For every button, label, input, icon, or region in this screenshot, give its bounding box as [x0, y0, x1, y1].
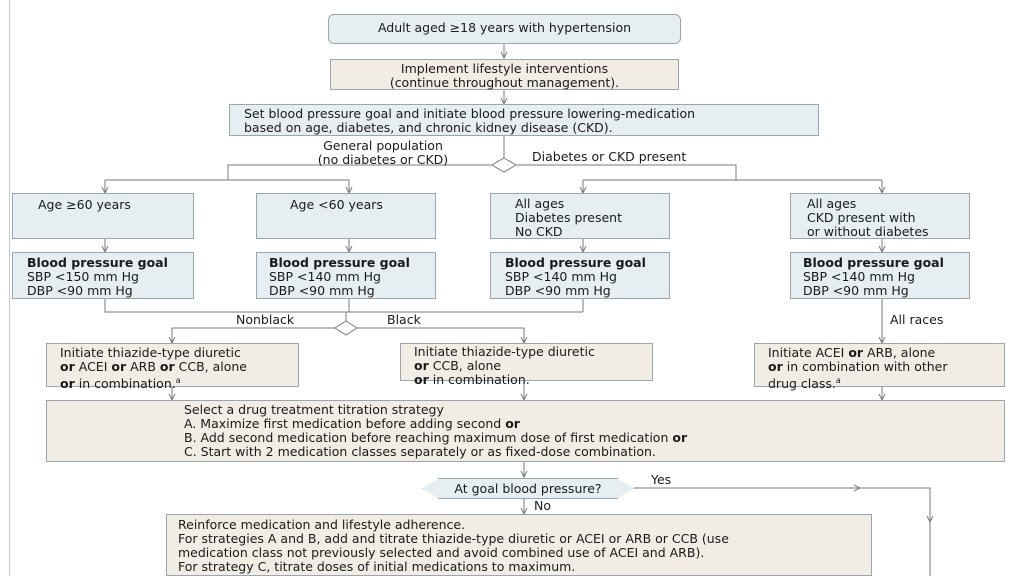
- group-diabetes-line-2: Diabetes present: [515, 210, 622, 225]
- group-diabetes: All ages Diabetes present No CKD: [490, 193, 670, 239]
- initiate-black-line-1: Initiate thiazide-type diuretic: [414, 344, 595, 359]
- reinforce-line-2: For strategies A and B, add and titrate …: [178, 531, 729, 546]
- group-ageunder60-line: Age <60 years: [290, 197, 383, 212]
- goal-sbp: SBP <140 mm Hg: [505, 269, 617, 284]
- group-age60plus-line: Age ≥60 years: [38, 197, 131, 212]
- left-edge-rule: [9, 0, 10, 576]
- initiate-black-line-2: or CCB, alone: [414, 358, 502, 373]
- goal-age60plus: Blood pressure goal SBP <150 mm Hg DBP <…: [12, 252, 194, 299]
- goal-heading: Blood pressure goal: [27, 255, 168, 270]
- group-ckd-line-2: CKD present with: [807, 210, 916, 225]
- initiate-ckd-line-1: Initiate ACEI or ARB, alone: [768, 345, 936, 360]
- group-ckd-line-3: or without diabetes: [807, 224, 929, 239]
- lifestyle-line-2: (continue throughout management).: [389, 75, 620, 90]
- goal-dbp: DBP <90 mm Hg: [803, 283, 909, 298]
- initiate-nonblack: Initiate thiazide-type diuretic or ACEI …: [46, 343, 299, 391]
- group-diabetes-line-3: No CKD: [515, 224, 563, 239]
- initiate-nonblack-line-2: or ACEI or ARB or CCB, alone: [60, 359, 248, 374]
- group-diabetes-line-1: All ages: [515, 196, 565, 211]
- initiate-nonblack-line-3: or in combination.a: [60, 376, 181, 392]
- group-ckd: All ages CKD present with or without dia…: [790, 193, 970, 239]
- branch-general-line-2: (no diabetes or CKD): [317, 152, 449, 167]
- lifestyle-line-1: Implement lifestyle interventions: [400, 61, 609, 76]
- group-ageunder60: Age <60 years: [256, 193, 436, 239]
- reinforce-line-4: For strategy C, titrate doses of initial…: [178, 559, 576, 574]
- goal-dbp: DBP <90 mm Hg: [27, 283, 133, 298]
- label-nonblack: Nonblack: [236, 312, 295, 327]
- titration-node: Select a drug treatment titration strate…: [46, 400, 1005, 462]
- goal-ckd: Blood pressure goal SBP <140 mm Hg DBP <…: [790, 252, 970, 299]
- goal-sbp: SBP <150 mm Hg: [27, 269, 139, 284]
- branch-right: [516, 164, 737, 180]
- group-age60plus: Age ≥60 years: [12, 193, 194, 239]
- set-goal-line-2: based on age, diabetes, and chronic kidn…: [244, 120, 613, 135]
- initiate-ckd-line-2: or in combination with other: [768, 359, 948, 374]
- goal-diabetes: Blood pressure goal SBP <140 mm Hg DBP <…: [490, 252, 670, 299]
- initiate-black-line-3: or in combination.: [414, 372, 530, 387]
- label-no: No: [534, 498, 551, 513]
- race-diamond: [334, 320, 358, 336]
- goal-sbp: SBP <140 mm Hg: [269, 269, 381, 284]
- goal-heading: Blood pressure goal: [803, 255, 944, 270]
- label-all-races: All races: [890, 312, 944, 327]
- goal-decision-text: At goal blood pressure?: [454, 481, 602, 496]
- start-text: Adult aged ≥18 years with hypertension: [377, 20, 632, 35]
- branch-diabetes-label: Diabetes or CKD present: [532, 149, 687, 164]
- branch-general-line-1: General population: [323, 138, 443, 153]
- reinforce-line-1: Reinforce medication and lifestyle adher…: [178, 517, 466, 532]
- reinforce-node: Reinforce medication and lifestyle adher…: [166, 514, 872, 576]
- label-yes: Yes: [651, 472, 672, 487]
- titration-title: Select a drug treatment titration strate…: [184, 402, 444, 417]
- branch-general-label: General population (no diabetes or CKD): [298, 139, 468, 167]
- lifestyle-node: Implement lifestyle interventions (conti…: [330, 59, 679, 90]
- titration-c: C. Start with 2 medication classes separ…: [184, 444, 656, 459]
- goal-heading: Blood pressure goal: [505, 255, 646, 270]
- initiate-black: Initiate thiazide-type diuretic or CCB, …: [400, 343, 653, 387]
- label-black: Black: [387, 312, 421, 327]
- group-ckd-line-1: All ages: [807, 196, 857, 211]
- start-node: Adult aged ≥18 years with hypertension: [328, 14, 681, 44]
- goal-dbp: DBP <90 mm Hg: [269, 283, 375, 298]
- set-goal-line-1: Set blood pressure goal and initiate blo…: [244, 106, 696, 121]
- initiate-ckd-line-3: drug class.a: [768, 376, 841, 392]
- set-goal-node: Set blood pressure goal and initiate blo…: [229, 104, 819, 136]
- goal-dbp: DBP <90 mm Hg: [505, 283, 611, 298]
- goal-ageunder60: Blood pressure goal SBP <140 mm Hg DBP <…: [256, 252, 436, 299]
- reinforce-line-3: medication class not previously selected…: [178, 545, 705, 560]
- goal-sbp: SBP <140 mm Hg: [803, 269, 915, 284]
- titration-b: B. Add second medication before reaching…: [184, 430, 688, 445]
- initiate-nonblack-line-1: Initiate thiazide-type diuretic: [60, 345, 241, 360]
- goal-heading: Blood pressure goal: [269, 255, 410, 270]
- branch-left: [227, 164, 492, 180]
- initiate-ckd: Initiate ACEI or ARB, alone or in combin…: [754, 343, 1005, 391]
- merge-goals-left: [104, 299, 584, 313]
- titration-a: A. Maximize first medication before addi…: [184, 416, 520, 431]
- goal-decision: At goal blood pressure?: [422, 478, 634, 499]
- branch-diamond-top: [491, 157, 517, 173]
